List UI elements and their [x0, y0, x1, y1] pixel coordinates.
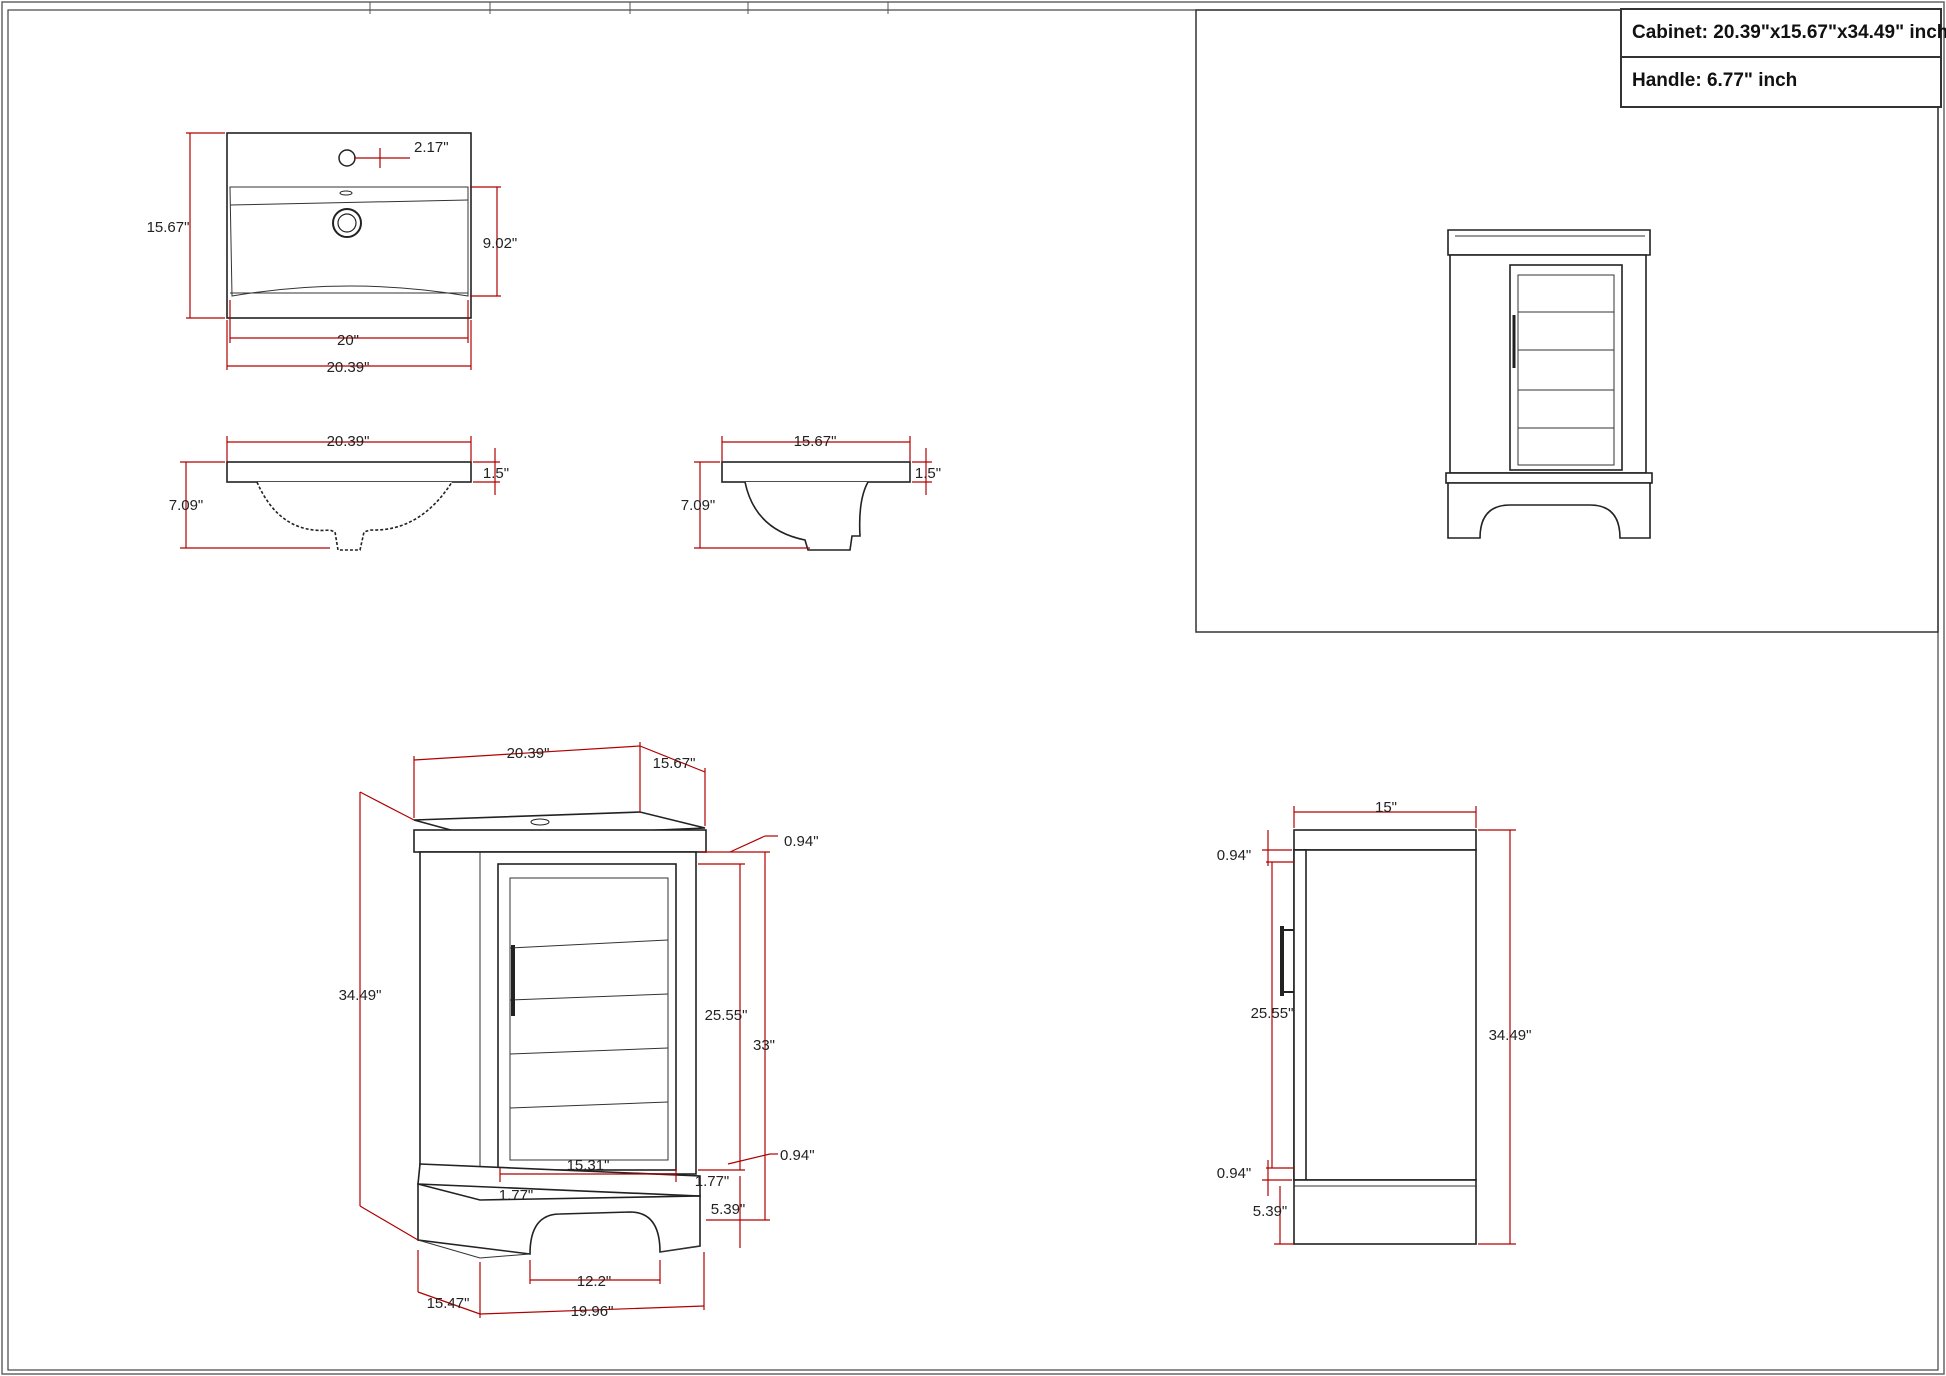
sink-side-section — [694, 436, 932, 551]
front-cabinet-side-gap-right-label: 1.77" — [695, 1173, 730, 1190]
front-cabinet-depth-label: 15.67" — [653, 755, 696, 772]
sink-top-view — [186, 132, 501, 370]
cabinet-side-view — [1262, 806, 1516, 1245]
front-cabinet-arch-width-label: 12.2" — [577, 1273, 612, 1290]
sink-front-section — [180, 436, 500, 551]
top-view-basin-depth-label: 9.02" — [483, 235, 518, 252]
side-sink-height-label: 7.09" — [681, 497, 716, 514]
spec-box: Cabinet: 20.39"x15.67"x34.49" inch Handl… — [1620, 8, 1946, 108]
side-cabinet-bottom-gap-label: 0.94" — [1217, 1165, 1252, 1182]
front-cabinet-base-height-label: 5.39" — [711, 1201, 746, 1218]
side-sink-rim-label: 1.5" — [915, 465, 941, 482]
side-cabinet-base-height-label: 5.39" — [1253, 1203, 1288, 1220]
side-cabinet-top-gap-label: 0.94" — [1217, 847, 1252, 864]
side-cabinet-depth-label: 15" — [1375, 799, 1397, 816]
front-cabinet-body-height-label: 33" — [753, 1037, 775, 1054]
top-view-width-label: 20.39" — [327, 359, 370, 376]
front-cabinet-door-width-label: 15.31" — [567, 1157, 610, 1174]
front-cabinet-base-width-label: 19.96" — [571, 1303, 614, 1320]
cabinet-front-view — [359, 742, 778, 1318]
front-cabinet-total-height-label: 34.49" — [339, 987, 382, 1004]
front-sink-height-label: 7.09" — [169, 497, 204, 514]
cabinet-spec: Cabinet: 20.39"x15.67"x34.49" inch — [1632, 22, 1946, 43]
side-cabinet-total-height-label: 34.49" — [1489, 1027, 1532, 1044]
front-cabinet-side-gap-left-label: 1.77" — [499, 1187, 534, 1204]
front-cabinet-door-height-label: 25.55" — [705, 1007, 748, 1024]
cabinet-preview-drawing — [1445, 229, 1653, 539]
front-sink-width-label: 20.39" — [327, 433, 370, 450]
front-cabinet-base-depth-label: 15.47" — [427, 1295, 470, 1312]
top-view-basin-width-label: 20" — [337, 332, 359, 349]
top-view-hole-label: 2.17" — [414, 139, 449, 156]
side-cabinet-door-height-label: 25.55" — [1251, 1005, 1294, 1022]
top-view-depth-label: 15.67" — [147, 219, 190, 236]
front-cabinet-top-gap-label: 0.94" — [784, 833, 819, 850]
front-cabinet-width-label: 20.39" — [507, 745, 550, 762]
preview-panel — [1195, 9, 1939, 633]
front-cabinet-bottom-gap-label: 0.94" — [780, 1147, 815, 1164]
front-sink-rim-label: 1.5" — [483, 465, 509, 482]
side-sink-depth-label: 15.67" — [794, 433, 837, 450]
handle-spec: Handle: 6.77" inch — [1622, 56, 1940, 104]
